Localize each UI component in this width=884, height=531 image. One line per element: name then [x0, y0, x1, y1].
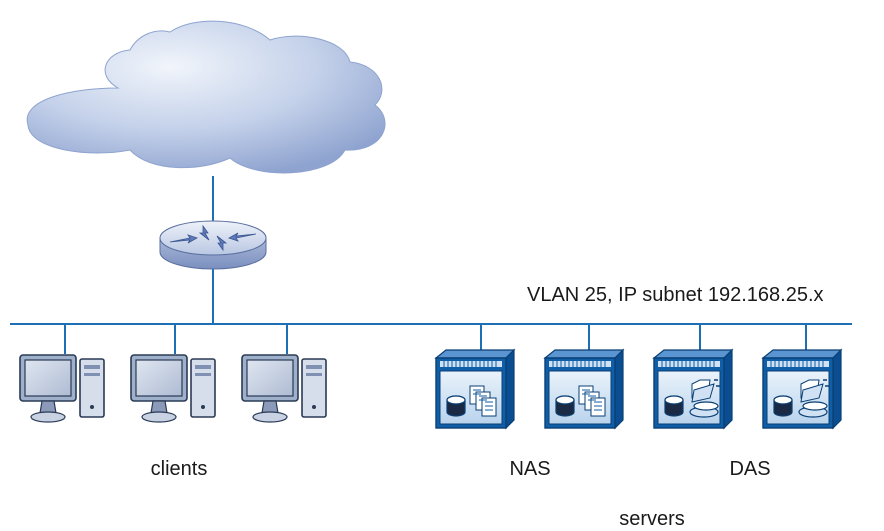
desktop-computer-icon — [130, 354, 216, 423]
clients-label: clients — [151, 458, 208, 480]
servers-label: servers — [619, 508, 685, 530]
client-computer-2 — [130, 354, 216, 423]
client-computer-1 — [19, 354, 105, 423]
nas-label: NAS — [509, 458, 550, 480]
vlan-label: VLAN 25, IP subnet 192.168.25.x — [527, 284, 824, 306]
desktop-computer-icon — [19, 354, 105, 423]
cloud-icon — [26, 20, 386, 174]
nas-server-2 — [544, 349, 624, 429]
das-server-1 — [653, 349, 733, 429]
router-icon — [159, 220, 267, 270]
das-label: DAS — [729, 458, 770, 480]
client-computer-3 — [241, 354, 327, 423]
device-drops — [64, 324, 807, 354]
desktop-computer-icon — [241, 354, 327, 423]
das-server-2 — [762, 349, 842, 429]
nas-server-1 — [435, 349, 515, 429]
